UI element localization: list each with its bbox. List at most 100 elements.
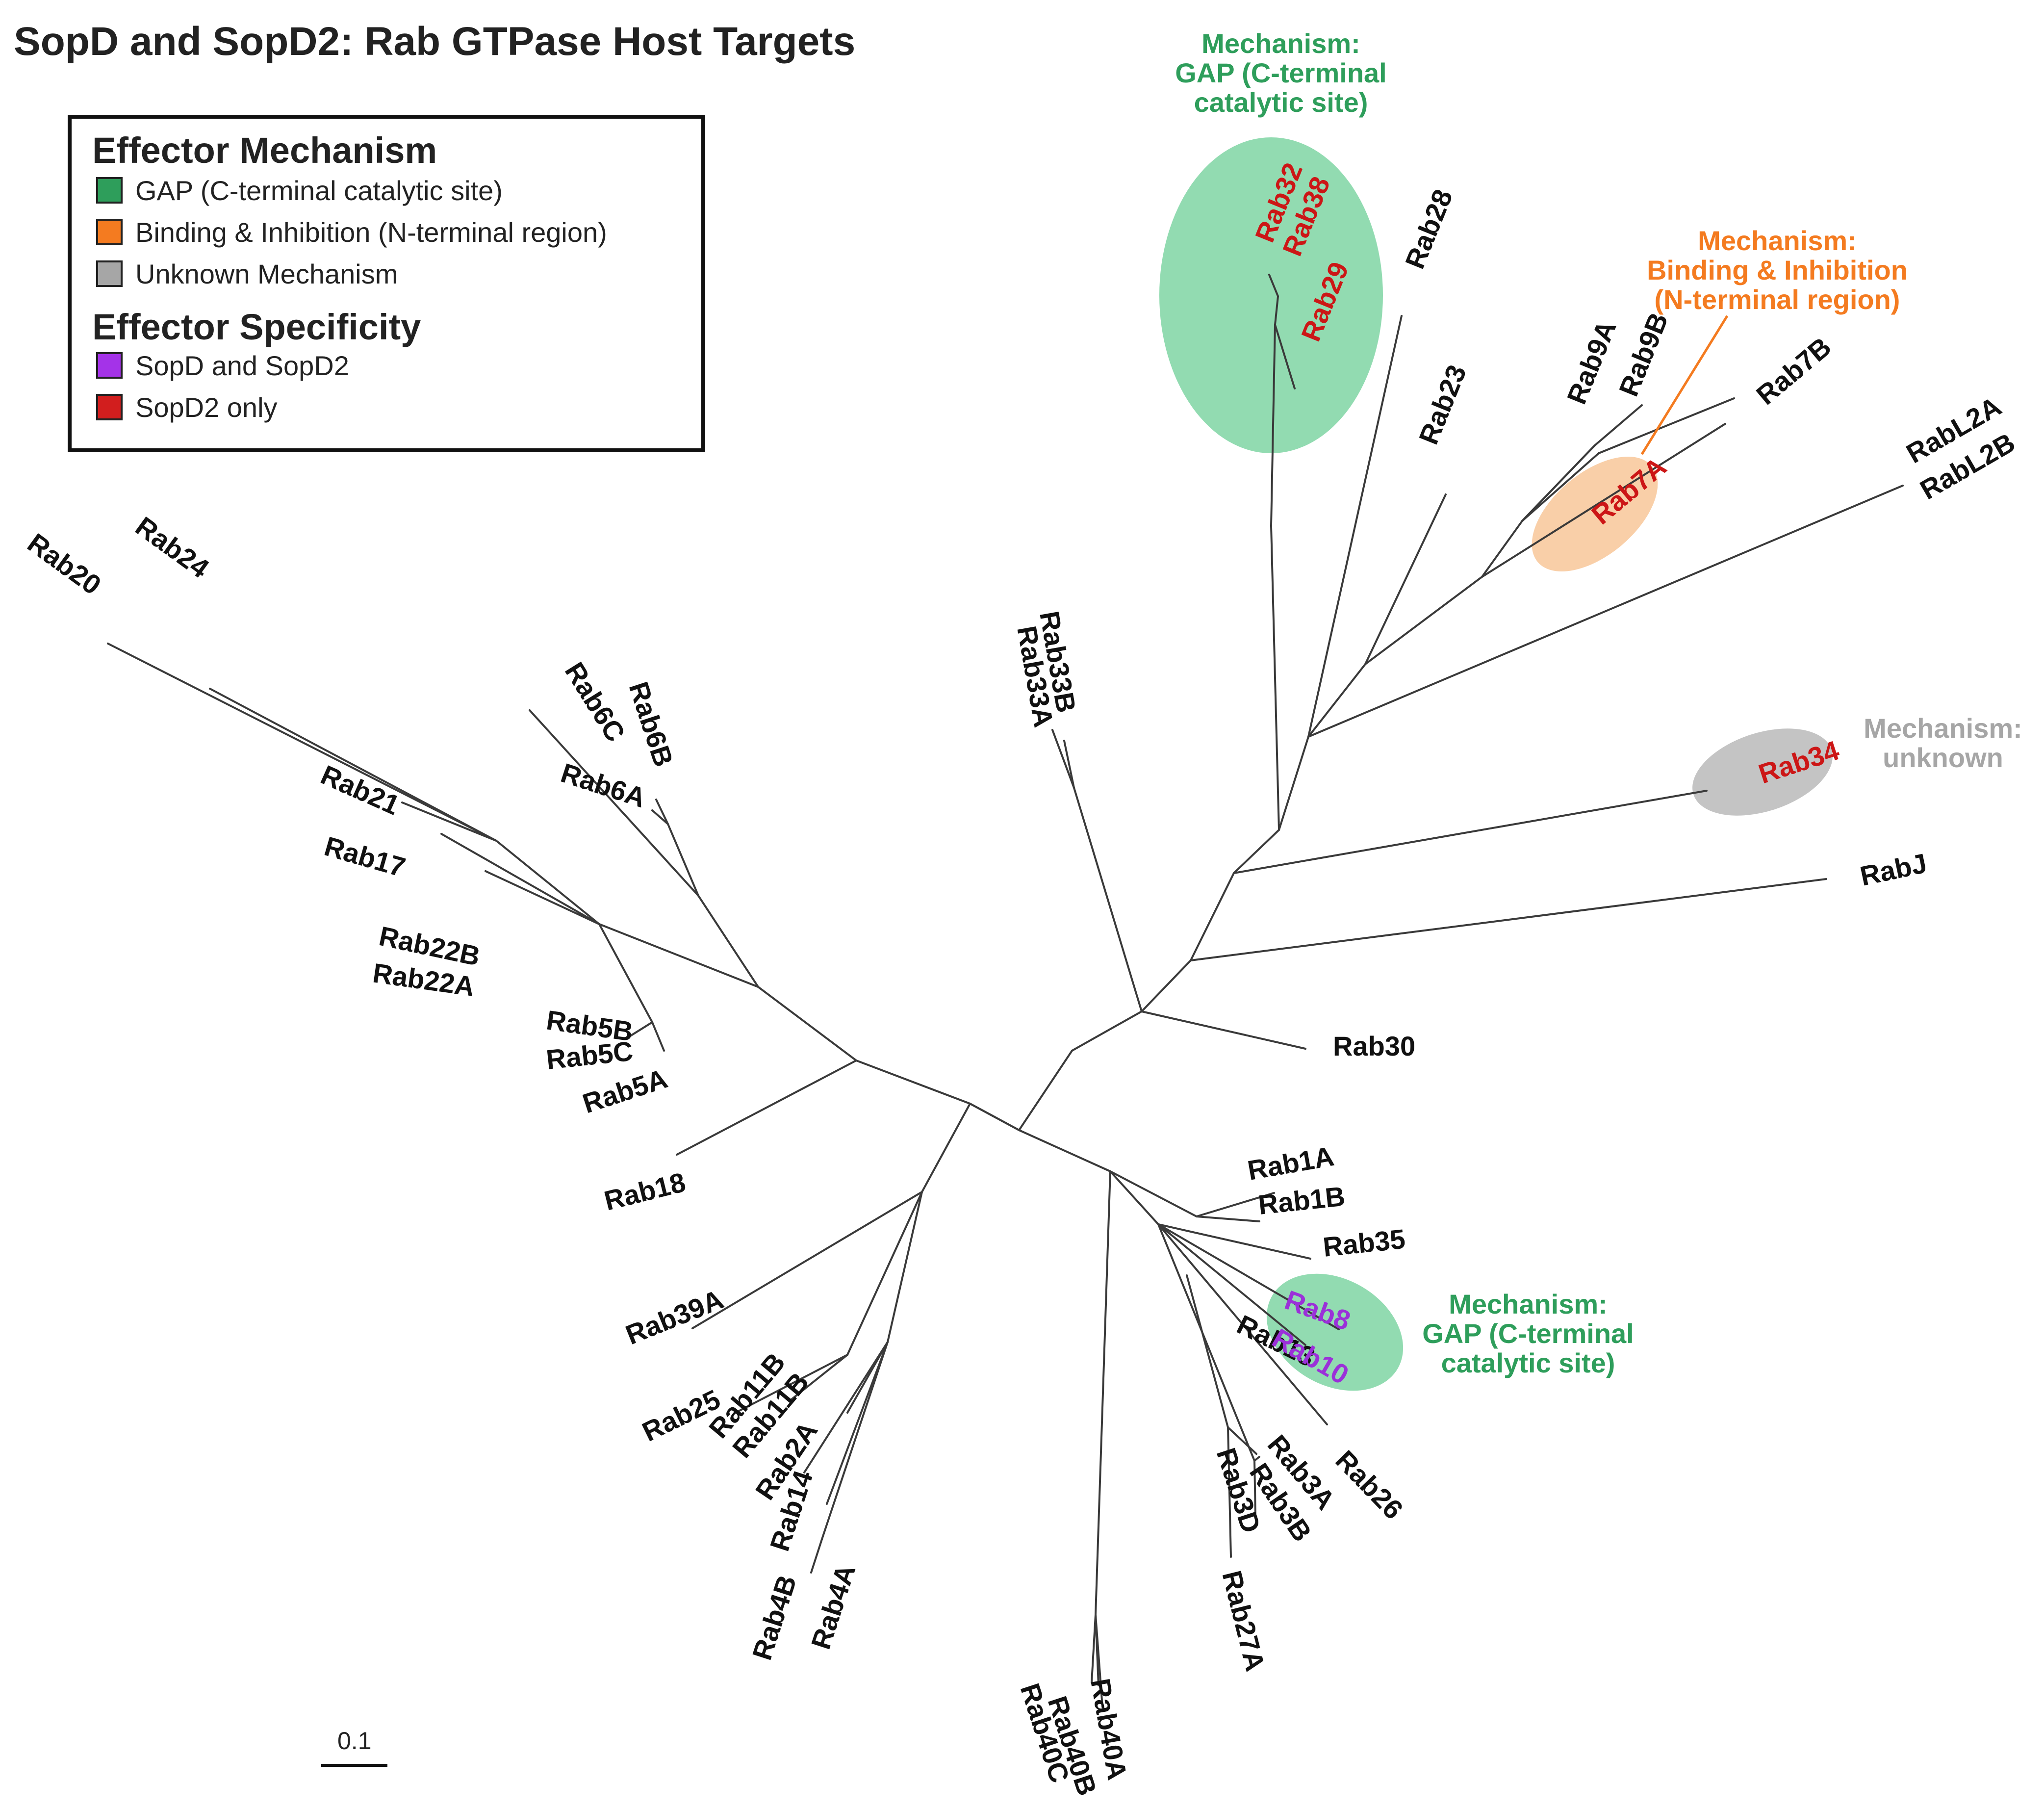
leaf-label-rab28: Rab28 [1399,185,1458,273]
unknown-highlight [1692,728,1833,816]
tree-branch [651,809,669,825]
tree-branch [495,840,600,925]
tree-branch [691,1191,923,1329]
tree-branch [1278,736,1309,831]
tree-branch [1364,493,1447,665]
legend-item-sopd-and-sopd2: SopD and SopD2 [96,350,349,381]
annotation-gap-bottom-line: GAP (C-terminal [1422,1318,1634,1349]
tree-branch [735,1354,848,1414]
tree-branch [1095,1614,1103,1708]
tree-branch [826,1341,889,1505]
tree-branch [628,1021,653,1038]
scale-bar [321,1764,387,1767]
leaf-label-rab9a: Rab9A [1561,316,1622,408]
tree-branch [1307,485,1904,738]
tree-branch [667,823,699,897]
legend-item-binding: Binding & Inhibition (N-terminal region) [96,216,607,248]
tree-branch [1186,1274,1229,1428]
tree-branch [1157,1223,1328,1425]
tree-branch [1227,1426,1232,1558]
swatch-binding [96,219,123,245]
tree-branch [803,1341,889,1473]
tree-branch [1157,1223,1340,1330]
tree-branch [1270,525,1280,831]
tree-branch [1063,740,1075,789]
tree-branch [887,1191,923,1343]
annotation-binding-line: Binding & Inhibition [1647,255,1908,285]
swatch-gap [96,177,123,204]
leaf-label-rab6c: Rab6C [559,657,631,747]
tree-branch [1071,1010,1143,1052]
tree-branch [1091,1614,1097,1683]
leaf-label-rabj: RabJ [1857,848,1929,892]
tree-branch [1274,324,1296,389]
leaf-label-rab1a: Rab1A [1245,1140,1336,1186]
leaf-label-rab1b: Rab1B [1257,1181,1347,1220]
tree-branch [1157,1223,1255,1462]
tree-branch [1018,1050,1073,1131]
tree-branch [1051,729,1075,789]
legend-label-sopd-and-sopd2: SopD and SopD2 [135,350,349,381]
annotation-unknown-line: Mechanism: [1864,713,2022,744]
leaf-label-rab24: Rab24 [130,511,215,584]
gap-highlight-bottom [1266,1273,1404,1391]
leaf-label-rab9b: Rab9B [1613,308,1674,400]
annotation-gap-top-line: catalytic site) [1194,87,1368,118]
tree-branch [1109,1170,1198,1217]
annotation-binding-line: (N-terminal region) [1655,284,1900,315]
leaf-label-rab35: Rab35 [1322,1223,1407,1263]
annotation-gap-bottom-line: catalytic site) [1441,1347,1615,1378]
binding-pointer-line [1640,315,1729,455]
leaf-label-rab23: Rab23 [1413,361,1472,448]
legend-item-gap: GAP (C-terminal catalytic site) [96,175,503,206]
tree-branch [1157,1223,1306,1346]
tree-branch [1227,1426,1257,1455]
tree-branch [1521,452,1600,522]
leaf-label-rab27a: Rab27A [1216,1568,1271,1675]
tree-branch [1073,787,1143,1012]
tree-branch [1481,423,1726,578]
tree-branch [1364,576,1483,665]
leaf-label-rab17: Rab17 [321,830,409,883]
leaf-label-rab39a: Rab39A [621,1284,728,1351]
tree-branch [1190,872,1235,961]
tree-branch [107,643,497,842]
tree-branch [1274,295,1279,326]
legend-mechanism-heading: Effector Mechanism [92,130,437,171]
legend-label-sopd2-only: SopD2 only [135,391,278,423]
tree-branch [1253,1460,1256,1517]
tree-branch [651,1021,665,1052]
legend-label-binding: Binding & Inhibition (N-terminal region) [135,216,607,248]
tree-branch [821,1341,889,1540]
tree-branch [1196,1215,1260,1222]
tree-branch [598,923,653,1023]
tree-branch [1095,1170,1111,1616]
tree-branch [846,1191,923,1356]
tree-branch [697,895,759,988]
tree-branch [1594,404,1643,446]
scale-bar-label: 0.1 [337,1727,372,1755]
legend-item-sopd2-only: SopD2 only [96,391,278,423]
tree-branch [1141,1010,1306,1050]
figure-title: SopD and SopD2: Rab GTPase Host Targets [14,19,856,64]
tree-branch [1018,1129,1111,1172]
tree-branch [1307,663,1366,738]
tree-branch [757,986,857,1061]
leaf-label-rab5a: Rab5A [579,1063,671,1119]
legend-label-gap: GAP (C-terminal catalytic site) [135,175,503,206]
legend-label-unknown: Unknown Mechanism [135,258,398,289]
swatch-unknown [96,260,123,287]
tree-branch [440,833,600,925]
swatch-sopd-and-sopd2 [96,352,123,379]
tree-branch [1233,790,1708,874]
legend-specificity-heading: Effector Specificity [92,307,421,347]
leaf-label-rab20: Rab20 [22,527,107,601]
annotation-gap-top-line: Mechanism: [1201,28,1360,59]
tree-branch [789,1354,848,1402]
tree-branch [1109,1170,1159,1225]
leaf-label-rab6a: Rab6A [557,757,649,813]
tree-branch [1157,1223,1311,1260]
leaf-label-rab26: Rab26 [1329,1445,1409,1525]
swatch-sopd2-only [96,394,123,420]
